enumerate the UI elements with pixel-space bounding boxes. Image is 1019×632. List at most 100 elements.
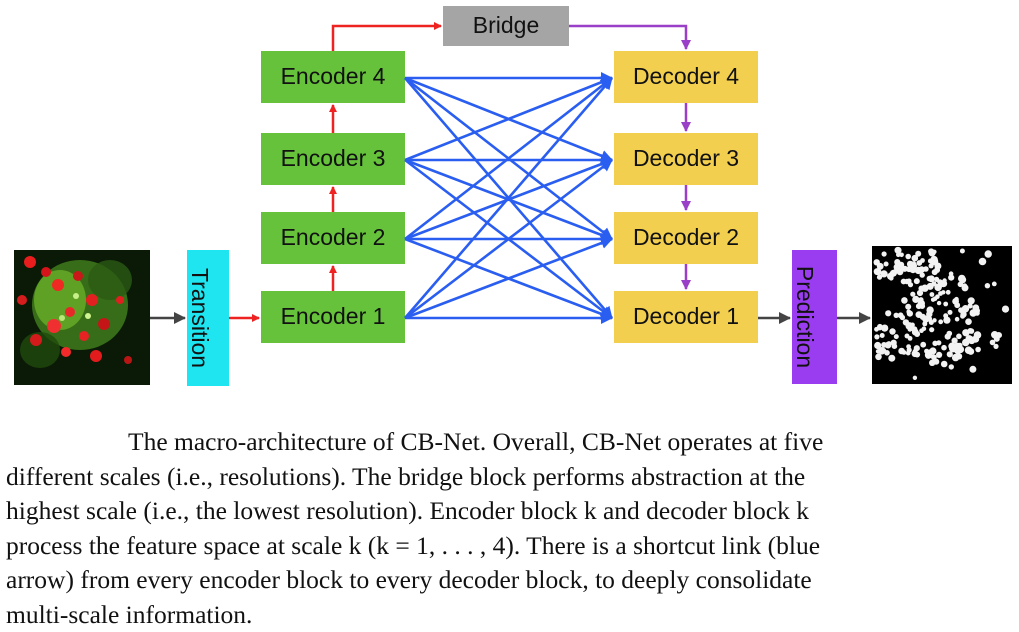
segmented-cell-dot [932, 341, 937, 346]
segmented-cell-dot [969, 366, 976, 373]
segmented-cell-dot [914, 331, 920, 337]
segmented-cell-dot [960, 249, 965, 254]
caption-line-6: multi-scale information. [6, 598, 990, 632]
segmented-cell-dot [905, 254, 911, 260]
segmented-cell-dot [894, 313, 899, 318]
segmented-cell-dot [914, 278, 920, 284]
decoder-label-2: Decoder 2 [633, 224, 739, 250]
segmented-cell-dot [902, 350, 907, 355]
segmented-cell-dot [920, 272, 925, 277]
segmented-cell-dot [894, 334, 899, 339]
segmented-cell-dot [938, 319, 943, 324]
segmented-cell-dot [940, 280, 947, 287]
decoder-label-3: Decoder 3 [633, 145, 739, 171]
segmented-cell-dot [922, 326, 927, 331]
segmented-cell-dot [941, 361, 948, 368]
segmented-cell-dot [948, 310, 953, 315]
segmented-cell-dot [962, 284, 969, 291]
encoder-block-1: Encoder 1 [261, 291, 405, 343]
transition-label: Transition [187, 268, 213, 368]
segmented-cell-dot [932, 250, 936, 254]
encoder-block-3: Encoder 3 [261, 133, 405, 185]
segmented-cell-dot [919, 303, 925, 309]
segmented-cell-dot [918, 297, 923, 302]
segmented-cell-dot [898, 262, 904, 268]
segmented-cell-dot [962, 339, 969, 346]
segmented-cell-dot [994, 336, 1000, 342]
segmented-cell-dot [941, 345, 947, 351]
decoder-label-1: Decoder 1 [633, 303, 739, 329]
segmented-cell-dot [874, 334, 879, 339]
segmented-cell-dot [937, 301, 941, 305]
segmented-cell-dot [968, 297, 975, 304]
segmented-cell-dot [901, 297, 908, 304]
segmented-cell-dot [949, 364, 954, 369]
segmented-cell-dot [880, 270, 887, 277]
encoder-label-4: Encoder 4 [281, 63, 386, 89]
segmented-cell-dot [985, 283, 990, 288]
segmented-cell-dot [993, 344, 998, 349]
cb-net-architecture-diagram: Transition Encoder 1 Encoder 2 Encoder 3… [0, 0, 1019, 400]
arrow-bridge-to-decoder4 [569, 26, 686, 49]
segmented-cell-dot [929, 327, 934, 332]
segmented-cell-dot [956, 353, 962, 359]
segmented-cell-dot [914, 345, 920, 351]
segmented-cell-dot [906, 344, 911, 349]
segmented-cell-dot [908, 282, 913, 287]
prediction-label: Prediction [792, 266, 818, 368]
segmented-cell-dot [885, 310, 891, 316]
decoder-block-3: Decoder 3 [614, 133, 758, 185]
segmented-cell-dot [927, 316, 933, 322]
segmented-cell-dot [945, 334, 951, 340]
segmented-cell-dot [916, 260, 922, 266]
segmented-cell-dot [920, 342, 926, 348]
encoder-label-2: Encoder 2 [281, 224, 386, 250]
input-image [14, 250, 150, 385]
segmented-cell-dot [889, 276, 894, 281]
segmented-cell-dot [882, 251, 887, 256]
segmented-cell-dot [930, 292, 935, 297]
segmented-cell-dot [954, 343, 960, 349]
segmented-cell-dot [876, 349, 880, 353]
segmented-cell-dot [888, 355, 895, 362]
segmented-cell-dot [926, 306, 933, 313]
segmented-cell-dot [929, 360, 935, 366]
segmented-cell-dot [912, 296, 919, 303]
segmented-cell-dot [890, 270, 897, 277]
segmented-cell-dot [875, 354, 882, 361]
segmented-cell-dot [928, 276, 933, 281]
segmented-cell-dot [936, 352, 942, 358]
segmented-cell-dot [905, 304, 911, 310]
transition-block: Transition [187, 250, 229, 386]
segmented-cell-dot [974, 331, 982, 339]
encoder-block-4: Encoder 4 [261, 51, 405, 103]
segmented-cell-dot [913, 376, 917, 380]
segmented-cell-dot [918, 286, 924, 292]
segmented-cell-dot [943, 302, 948, 307]
segmented-cell-dot [901, 279, 907, 285]
segmented-cell-dot [975, 347, 981, 353]
segmented-cell-dot [884, 350, 890, 356]
decoder-label-4: Decoder 4 [633, 63, 739, 89]
segmented-cell-dot [932, 269, 938, 275]
segmented-cell-dot [908, 336, 913, 341]
segmented-cell-dot [955, 317, 960, 322]
segmented-cell-dot [906, 310, 911, 315]
segmented-cell-dot [931, 298, 935, 302]
segmented-cell-dot [881, 325, 888, 332]
segmented-cell-dot [892, 343, 898, 349]
segmented-cell-dot [965, 318, 972, 325]
decoder-block-1: Decoder 1 [614, 291, 758, 343]
segmented-cell-dot [935, 294, 940, 299]
segmented-cell-dot [979, 258, 987, 266]
segmented-cell-dot [958, 307, 964, 313]
segmented-cell-dot [899, 253, 904, 258]
segmented-cell-dot [906, 351, 911, 356]
bridge-block: Bridge [443, 6, 569, 46]
segmented-cell-dot [974, 308, 980, 314]
encoder-label-1: Encoder 1 [281, 303, 386, 329]
caption-line-1: The macro-architecture of CB-Net. Overal… [6, 425, 990, 460]
segmented-cell-dot [929, 263, 934, 268]
arrow-encoder4-to-bridge [333, 26, 441, 51]
segmented-cell-dot [949, 271, 954, 276]
